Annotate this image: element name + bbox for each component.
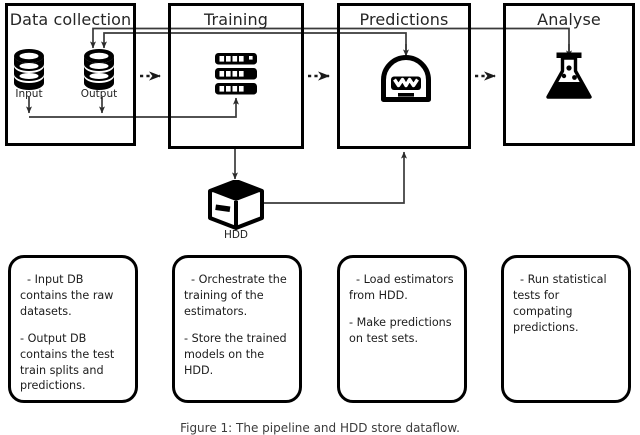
database-icon-input — [14, 49, 44, 90]
note-line: - Run statistical tests for compating pr… — [513, 273, 607, 334]
flow-hdd-to-predictions — [262, 151, 407, 204]
stage-title-data-collection: Data collection — [9, 10, 132, 29]
server-rack-icon — [215, 53, 257, 95]
note-box-analyse[interactable]: - Run statistical tests for compating pr… — [501, 255, 631, 403]
icon-label-hdd: HDD — [223, 229, 249, 241]
feedback-analyse-to-output-db — [90, 27, 570, 57]
hard-drive-cube-icon — [208, 180, 264, 230]
note-line: - Orchestrate the training of the estima… — [184, 273, 287, 318]
note-box-predictions[interactable]: - Load estimators from HDD. - Make predi… — [337, 255, 467, 403]
note-line: - Input DB contains the raw datasets. — [20, 273, 114, 318]
figure-caption: Figure 1: The pipeline and HDD store dat… — [180, 421, 460, 435]
icon-label-input: Input — [15, 88, 43, 100]
stage-box-data-collection[interactable]: Data collection — [5, 3, 136, 146]
icon-label-output: Output — [80, 88, 118, 100]
stage-title-predictions: Predictions — [359, 10, 449, 29]
stage-title-training: Training — [204, 10, 268, 29]
stage-box-analyse[interactable]: Analyse — [503, 3, 635, 146]
note-line: - Load estimators from HDD. — [349, 273, 454, 302]
note-line: - Store the trained models on the HDD. — [184, 331, 287, 377]
erlenmeyer-flask-icon — [546, 52, 592, 99]
database-icon-output — [84, 49, 114, 90]
note-line: - Make predictions on test sets. — [349, 315, 452, 345]
stage-title-analyse: Analyse — [537, 10, 601, 29]
stage-box-predictions[interactable]: Predictions — [337, 3, 471, 149]
note-box-data-collection[interactable]: - Input DB contains the raw datasets. - … — [8, 255, 138, 403]
note-box-training[interactable]: - Orchestrate the training of the estima… — [172, 255, 302, 403]
stage-box-training[interactable]: Training — [168, 3, 304, 149]
note-line: - Output DB contains the test train spli… — [20, 331, 115, 393]
robot-head-icon — [381, 55, 431, 102]
